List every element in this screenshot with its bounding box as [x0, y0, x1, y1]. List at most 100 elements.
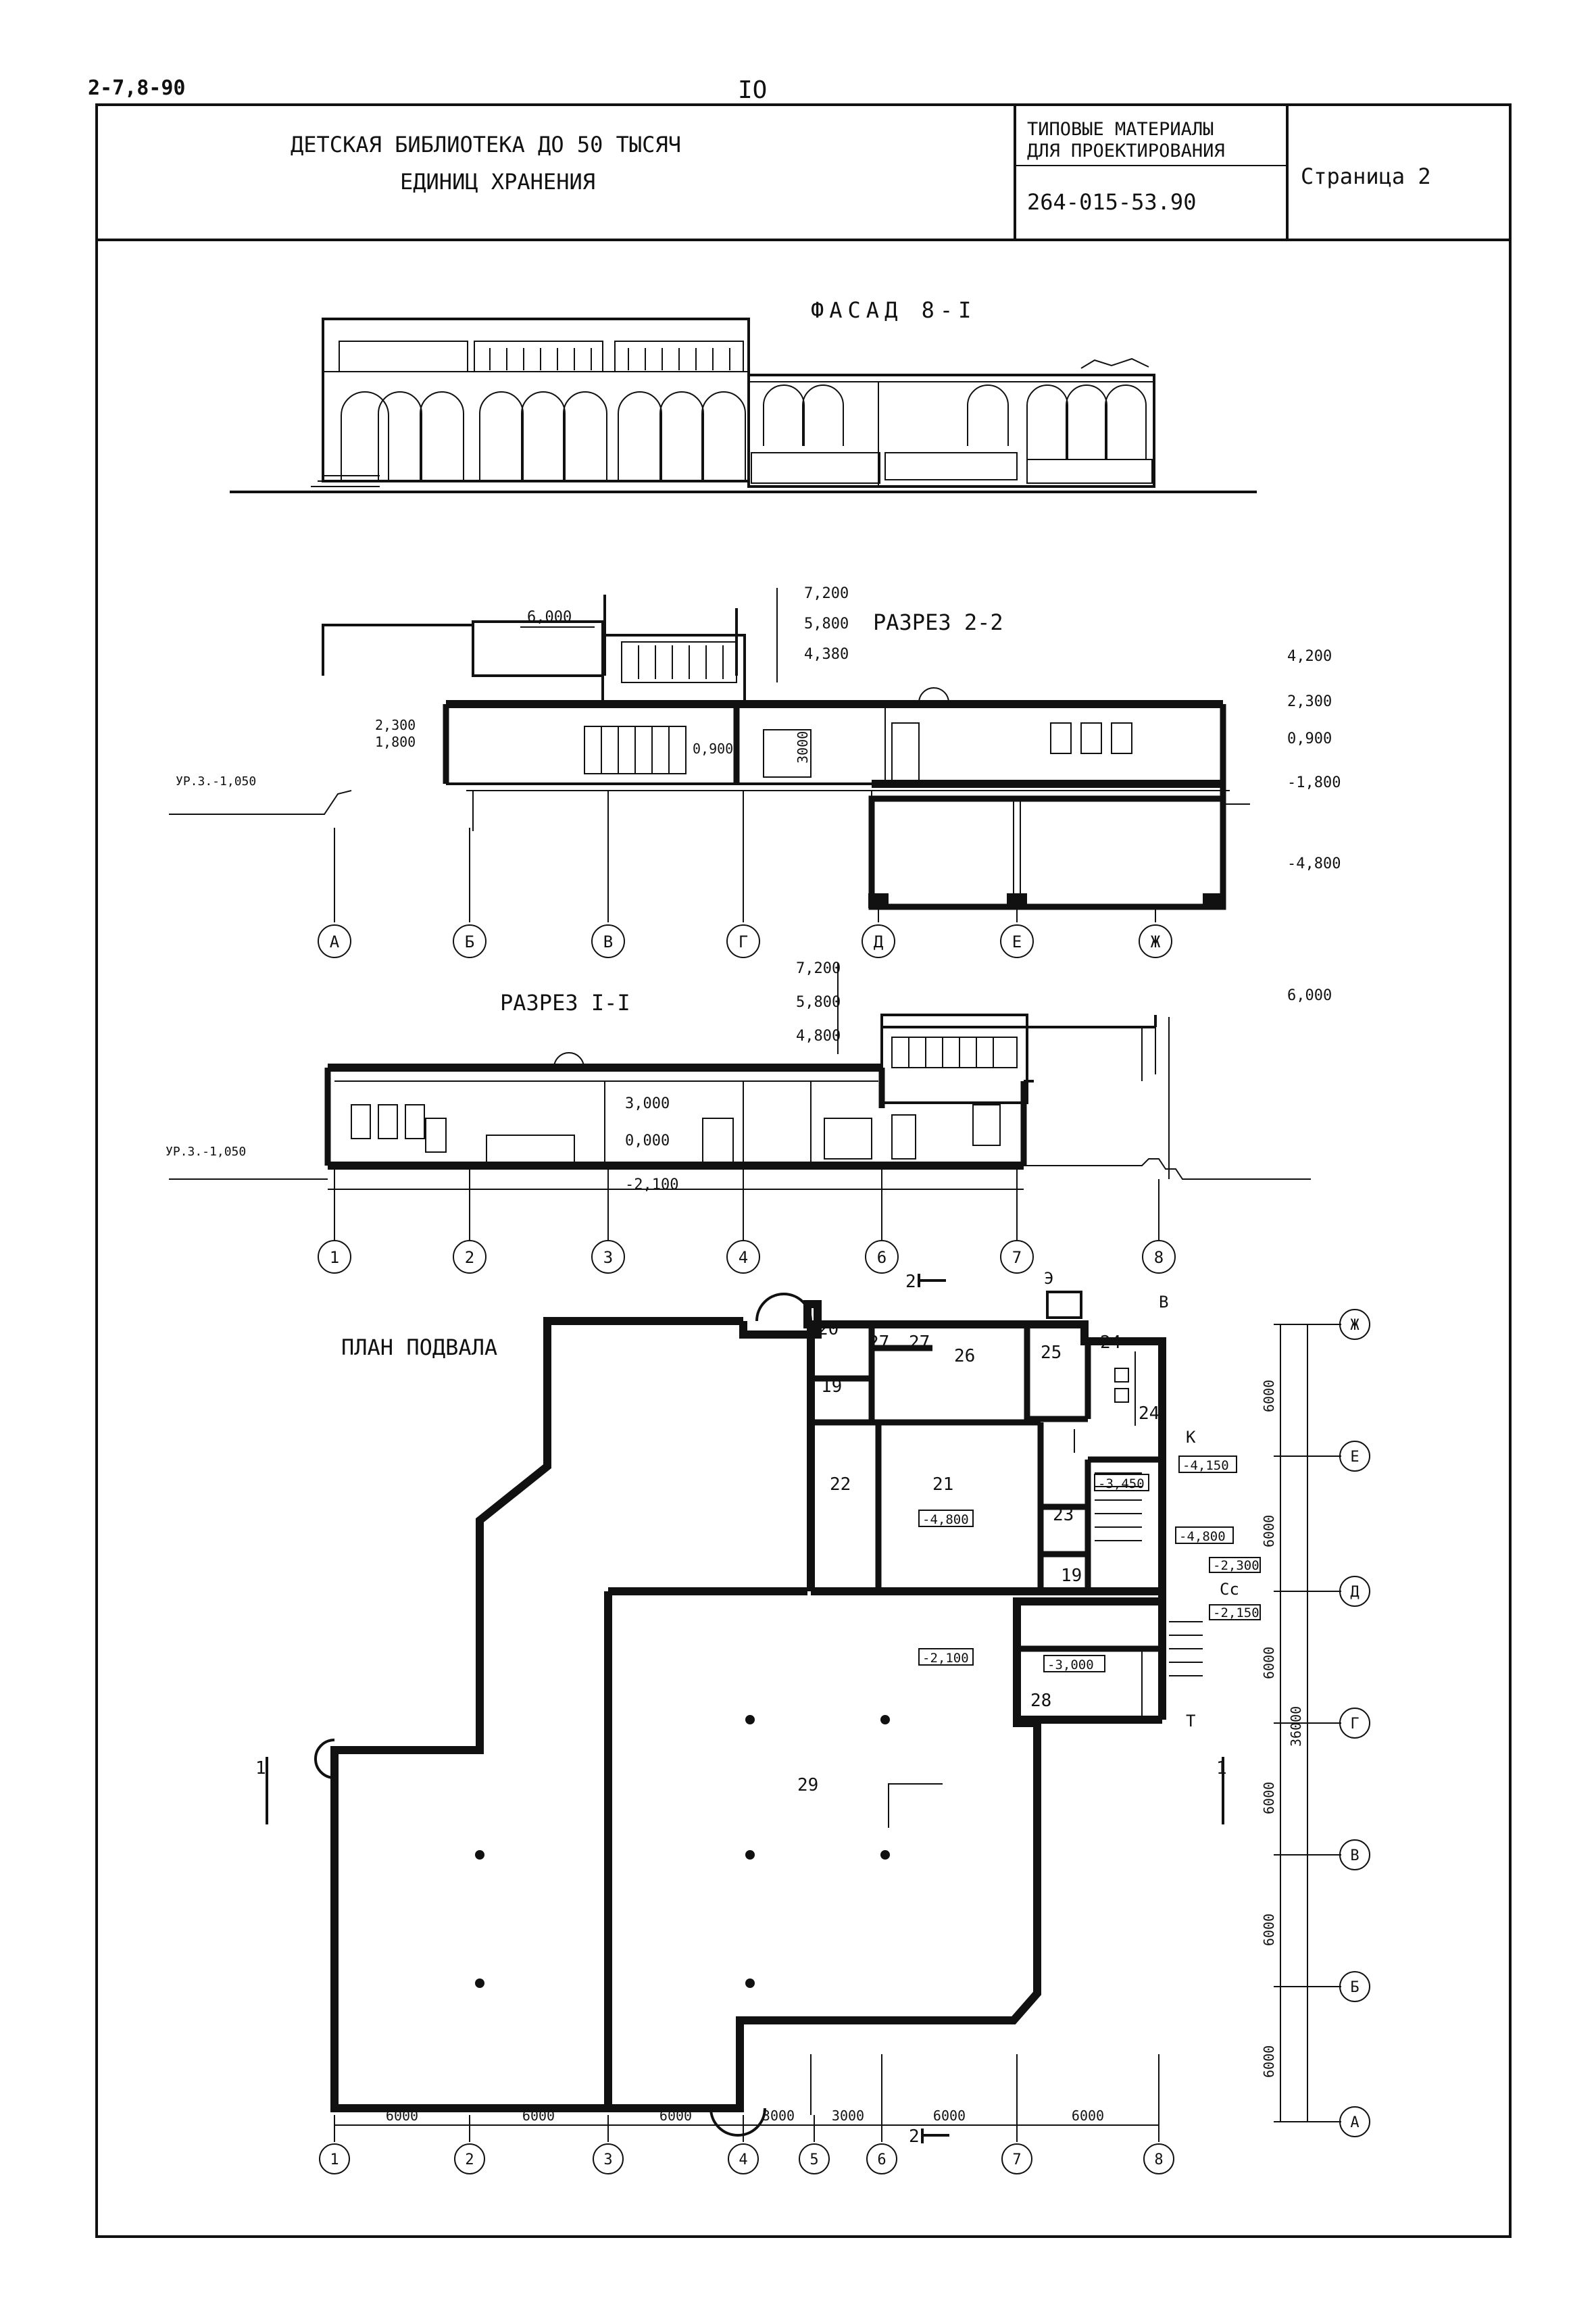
label-v: В: [1159, 1293, 1168, 1312]
section-2-2-level-4380: 4,380: [804, 646, 849, 663]
level-tag-2300: -2,300: [1213, 1558, 1260, 1573]
section-2-2-level-6000: 6,000: [527, 609, 572, 626]
section-1-1-level-4800: 4,800: [796, 1028, 841, 1045]
facade-drawing: ФАСАД 8-I: [230, 297, 1257, 493]
sheet-code: 2-7,8-90: [88, 76, 186, 100]
cut-mark-2-top: 2: [905, 1272, 916, 1292]
section-1-1-axis-3: 3: [603, 1248, 613, 1267]
section-1-1-level-5800: 5,800: [796, 994, 841, 1011]
plan-dim-right-6: 6000: [1261, 2045, 1277, 2078]
section-2-2-level-2300: 2,300: [375, 717, 416, 733]
section-2-2-basement: [868, 795, 1226, 910]
section-1-1-axis-1: 1: [330, 1248, 339, 1267]
facade-entrance-stairs: [304, 475, 380, 493]
section-2-2-level-0900: 0,900: [693, 741, 733, 757]
room-26: 26: [954, 1346, 975, 1366]
section-2-2-title: РАЗРЕЗ 2-2: [873, 609, 1003, 635]
section-1-1-level-0000: 0,000: [625, 1132, 670, 1149]
section-2-2-axis-v: В: [603, 932, 613, 951]
plan-axis-2: 2: [465, 2151, 474, 2168]
room-27b: 27: [909, 1333, 930, 1353]
level-tag-28: -3,000: [1047, 1658, 1094, 1672]
facade-main-block: [322, 318, 750, 482]
plan-axis-4: 4: [739, 2151, 747, 2168]
plan-axis-b: Б: [1350, 1979, 1359, 1996]
plan-dim-right-3: 6000: [1261, 1647, 1277, 1679]
plan-axis-8: 8: [1154, 2151, 1163, 2168]
plan-axis-1: 1: [330, 2151, 339, 2168]
plan-dim-right-2: 6000: [1261, 1515, 1277, 1547]
section-2-2-axis-zh: Ж: [1151, 932, 1161, 951]
label-k: К: [1186, 1428, 1196, 1447]
level-tag-2150: -2,150: [1213, 1605, 1260, 1620]
section-2-2-level-r-4800: -4,800: [1287, 855, 1341, 872]
section-1-1-level-7200: 7,200: [796, 960, 841, 977]
plan-axis-d: Д: [1350, 1584, 1359, 1601]
level-tag-k: -4,150: [1182, 1458, 1229, 1473]
project-number: 264-015-53.90: [1027, 189, 1196, 215]
sheet-title-line1: ДЕТСКАЯ БИБЛИОТЕКА ДО 50 ТЫСЯЧ: [291, 132, 681, 157]
room-28: 28: [1030, 1691, 1051, 1711]
sheet-title-line2: ЕДИНИЦ ХРАНЕНИЯ: [400, 169, 595, 195]
plan-dim-bottom-3: 6000: [659, 2108, 692, 2124]
section-1-1-level-m2100: -2,100: [625, 1176, 678, 1193]
section-1-1-axis-7: 7: [1012, 1248, 1022, 1267]
plan-dim-bottom-2: 6000: [522, 2108, 555, 2124]
plan-axis-a: А: [1350, 2114, 1359, 2131]
level-tag-29: -2,100: [922, 1651, 969, 1666]
section-2-2-level-5800: 5,800: [804, 616, 849, 632]
section-2-2-axis-b: Б: [465, 932, 474, 951]
room-22: 22: [830, 1474, 851, 1495]
section-1-1-level-3000: 3,000: [625, 1095, 670, 1112]
section-1-1-axis-2: 2: [465, 1248, 474, 1267]
section-1-1-level-6000: 6,000: [1287, 987, 1332, 1004]
section-2-2-level-r-0900: 0,900: [1287, 730, 1332, 747]
room-21: 21: [932, 1474, 953, 1495]
section-1-1-axis-6: 6: [877, 1248, 887, 1267]
plan-dim-bottom-7: 6000: [1072, 2108, 1104, 2124]
section-2-2-axis-e: Е: [1012, 932, 1022, 951]
plan-dim-overall: 36000: [1288, 1706, 1304, 1747]
level-tag-stair: -3,450: [1098, 1476, 1145, 1491]
room-23: 23: [1053, 1505, 1074, 1525]
page-number: IO: [738, 76, 767, 104]
cut-mark-1-right: 1: [1216, 1758, 1227, 1778]
section-2-2-axis-g: Г: [739, 932, 748, 951]
plan-dim-bottom-1: 6000: [386, 2108, 418, 2124]
section-2-2-height-3000: 3000: [795, 731, 811, 764]
section-2-2-axis-d: Д: [874, 932, 884, 951]
plan-axis-3: 3: [603, 2151, 612, 2168]
plan-axis-e: Е: [1350, 1449, 1359, 1466]
section-1-1-title: РАЗРЕЗ I-I: [500, 990, 630, 1016]
section-2-2-level-1800: 1,800: [375, 734, 416, 750]
plan-dim-bottom-4: 3000: [762, 2108, 795, 2124]
label-ss: Сс: [1220, 1580, 1239, 1599]
plan-axis-g: Г: [1350, 1716, 1359, 1733]
basement-plan: ПЛАН ПОДВАЛА: [255, 1269, 1370, 2174]
sheet-border: [95, 103, 1512, 2238]
section-1-1-axis-8: 8: [1154, 1248, 1164, 1267]
facade-right-wing: [747, 374, 1155, 488]
room-29: 29: [797, 1775, 818, 1795]
room-19b: 19: [1061, 1566, 1082, 1586]
room-19a: 19: [821, 1376, 842, 1397]
cut-mark-2-bottom: 2: [909, 2126, 920, 2147]
room-25: 25: [1041, 1343, 1062, 1363]
section-2-2-level-7200: 7,200: [804, 585, 849, 602]
level-tag-d: -4,800: [1179, 1529, 1226, 1544]
section-2-2-drawing: РАЗРЕЗ 2-2: [169, 585, 1341, 958]
section-1-1-ground-level: УР.З.-1,050: [166, 1145, 246, 1159]
room-24b: 24: [1139, 1403, 1159, 1424]
plan-dim-right-4: 6000: [1261, 1782, 1277, 1814]
typical-materials-line1: ТИПОВЫЕ МАТЕРИАЛЫ: [1027, 119, 1214, 140]
cut-mark-1-left: 1: [255, 1758, 266, 1778]
plan-axis-5: 5: [809, 2151, 818, 2168]
plan-dim-bottom-6: 6000: [933, 2108, 966, 2124]
level-tag-21: -4,800: [922, 1512, 969, 1527]
plan-axis-6: 6: [877, 2151, 886, 2168]
page-label: Страница 2: [1301, 164, 1431, 189]
facade-arches-left: [341, 391, 746, 481]
plan-axis-zh: Ж: [1350, 1317, 1360, 1334]
section-1-1-drawing: РАЗРЕЗ I-I 7,200 5,800 4,800 6,000: [166, 960, 1332, 1274]
section-2-2-axis-a: А: [330, 932, 340, 951]
